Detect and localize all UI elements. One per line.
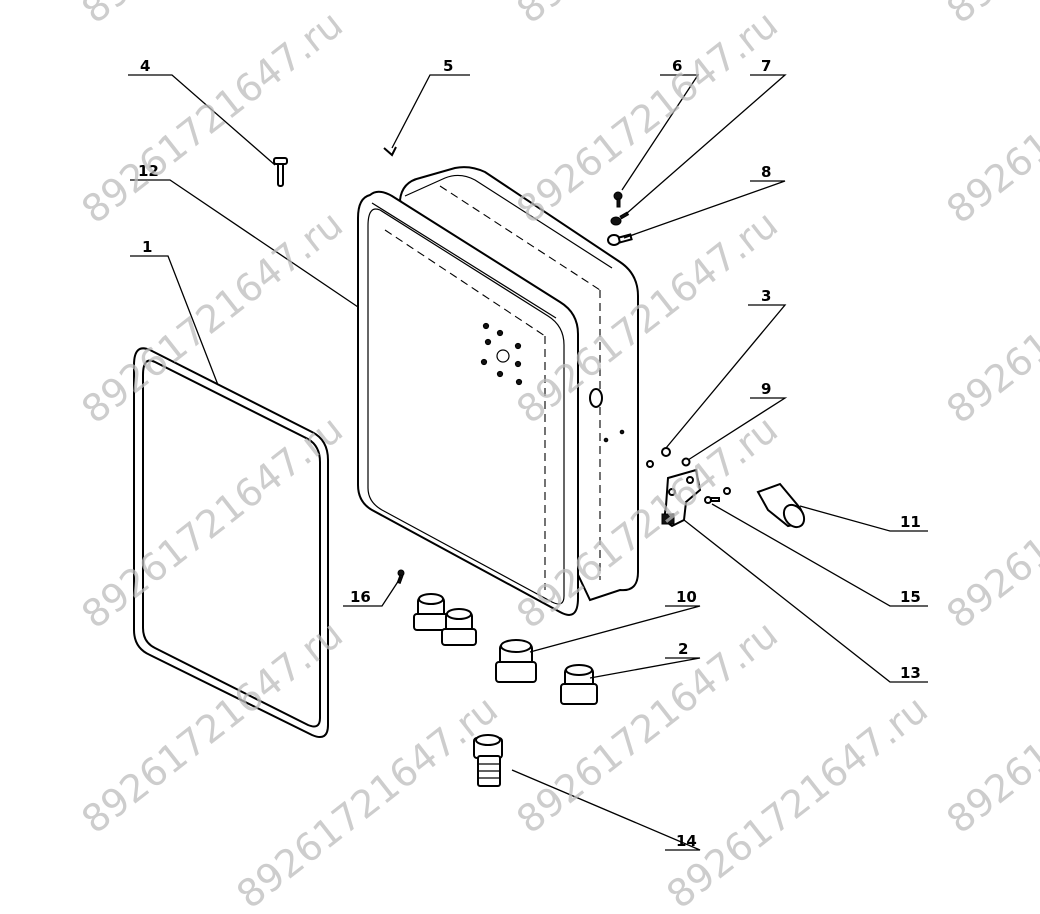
callout-16: 16: [350, 588, 371, 606]
watermark: 89261721647.ru: [73, 2, 350, 232]
nut-part-9: [681, 457, 691, 467]
watermark: 89261721647.ru: [938, 202, 1040, 432]
callout-3: 3: [761, 287, 771, 305]
watermark: 89261721647.ru: [658, 687, 935, 910]
callout-14: 14: [676, 832, 697, 850]
cable-gland-14: [473, 734, 503, 787]
watermark: 89261721647.ru: [938, 407, 1040, 637]
callout-10: 10: [676, 588, 697, 606]
callout-11: 11: [900, 513, 921, 531]
callout-8: 8: [761, 163, 771, 181]
cable-gland-a: [413, 593, 449, 631]
watermark: 89261721647.ru: [938, 0, 1040, 32]
lamp-part: [756, 482, 806, 529]
leader-lines: [128, 74, 928, 851]
hook-part: [383, 146, 397, 157]
screw-part-6: [613, 191, 623, 208]
callout-4: 4: [140, 57, 150, 75]
cable-gland-b: [441, 608, 477, 646]
cable-gland-10: [495, 639, 537, 683]
pin-part: [273, 157, 288, 187]
enclosure-box: [357, 166, 639, 616]
bracket-part: [661, 468, 702, 528]
callout-2: 2: [678, 640, 688, 658]
watermark: 89261721647.ru: [938, 612, 1040, 842]
watermark: 89261721647.ru: [508, 2, 785, 232]
cable-gland-2: [560, 664, 598, 705]
callout-5: 5: [443, 57, 453, 75]
callout-7: 7: [761, 57, 771, 75]
callout-12: 12: [138, 162, 159, 180]
callout-9: 9: [761, 380, 771, 398]
screw-part-15: [704, 487, 731, 504]
screw-part-7: [610, 211, 630, 226]
watermark: 89261721647.ru: [228, 687, 505, 910]
callout-13: 13: [900, 664, 921, 682]
watermark: 89261721647.ru: [938, 2, 1040, 232]
callout-6: 6: [672, 57, 682, 75]
screw-part-8: [607, 233, 633, 246]
nut-part-3: [661, 447, 671, 457]
callout-labels: 4 5 6 7 8 12 1 3 9 11 15 13 10 2 14 16: [138, 57, 921, 850]
washer-part: [646, 460, 654, 468]
gasket-frame: [133, 347, 329, 738]
callout-15: 15: [900, 588, 921, 606]
callout-1: 1: [142, 238, 152, 256]
